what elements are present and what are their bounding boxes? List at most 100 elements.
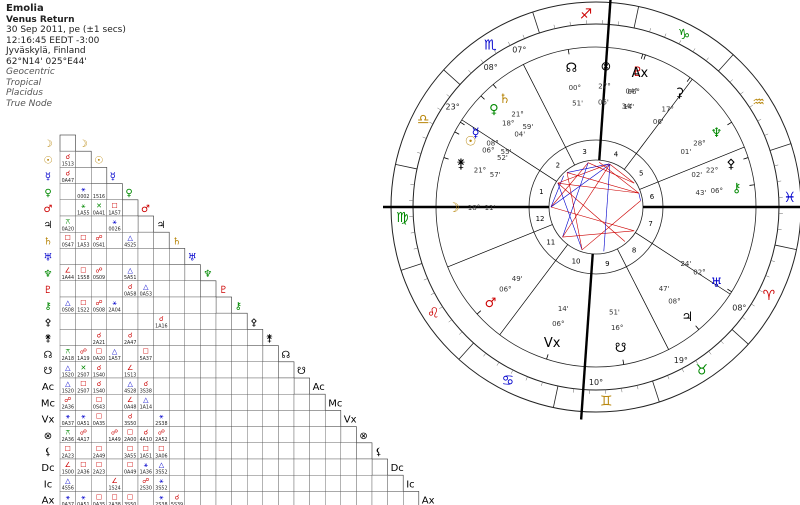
aspect-line [588,162,635,184]
degree-tick [510,369,514,374]
aspect-orb: 2A47 [124,340,136,346]
aspect-glyph: ☐ [80,461,86,469]
aspect-glyph: ☍ [95,234,102,242]
aspect-orb: 0A35 [93,502,105,505]
degree-tick [507,41,511,46]
grid-row-glyph: Ac [42,382,54,393]
sun-tick [454,131,460,135]
aspect-line [557,182,639,194]
house-cusp [447,224,553,268]
option-node: True Node [6,98,53,109]
sign-boundary [443,69,461,85]
grid-diagonal-glyph: ⚵ [266,334,273,345]
fortune-minute: 06' [598,98,609,106]
aspect-glyph: ☌ [175,493,180,501]
aspect-glyph: ☌ [97,331,102,339]
house-number: 12 [536,215,545,223]
house-number: 7 [648,220,652,228]
aspect-orb: 1S40 [93,389,105,395]
grid-row-glyph: ♆ [44,269,53,280]
aspect-orb: 1516 [93,194,105,200]
aspect-glyph: ☌ [97,364,102,372]
aspect-glyph: ⚹ [66,412,71,420]
aspect-line [550,206,635,232]
aspect-orb: 1S13 [124,372,136,378]
saturn-degree: 21° [511,111,523,119]
degree-tick [649,28,651,33]
pallas-degree: 22° [706,166,718,174]
aspect-glyph: ☍ [95,267,102,275]
aspect-orb: 1A49 [108,437,120,443]
house-cusp [624,79,693,170]
aspect-orb: 0A51 [77,421,89,427]
house-number: 2 [556,162,560,170]
mars-minute: 49' [512,275,523,283]
aspect-orb: 0A20 [93,356,105,362]
aspect-orb: 2A00 [124,437,136,443]
pluto-minute: 34' [622,103,633,111]
aspect-glyph: ☐ [96,348,102,356]
aspect-orb: 1A51 [140,453,152,459]
aspect-line [557,163,610,184]
degree-tick [422,136,427,139]
aspect-orb: 3S50 [124,502,136,505]
degree-tick [483,352,487,357]
antivertex-glyph: Ax [632,66,649,81]
juno-minute: 57' [490,171,501,179]
node-tick [567,49,570,55]
mars-degree: 06° [499,286,511,294]
chart-time: 12:16:45 EEDT -3:00 [6,35,100,46]
aspect-glyph: ⚹ [144,461,149,469]
venus-glyph: ♀ [489,102,499,117]
mercury-degree: 08° [486,139,498,147]
grid-diagonal-glyph: ♆ [203,269,212,280]
aspect-orb: 1S20 [62,389,74,395]
house-number: 8 [632,246,636,254]
jupiter-minute: 47' [659,285,670,293]
neptune-tick [727,121,732,126]
aspect-glyph: ☐ [96,461,102,469]
degree-tick [446,94,451,98]
aspect-glyph: ☍ [64,396,71,404]
degree-tick [621,388,623,393]
pluto-glyph: ♇ [632,65,644,80]
aspect-glyph: ☌ [143,429,148,437]
aspect-orb: 2S38 [155,421,167,427]
house-cusp [499,244,568,335]
aspect-glyph: ☐ [158,445,164,453]
sign-boundary [400,263,423,271]
aspect-glyph: ☐ [127,493,133,501]
degree-tick [410,232,415,234]
aspect-orb: 3A06 [155,453,167,459]
sign-boundary [731,329,749,345]
aspect-line [562,230,635,238]
chart-place: Jyväskylä, Finland [6,46,86,56]
degree-tick [636,385,639,390]
degree-tick [423,278,428,281]
mercury-minute: 55' [501,148,512,156]
aspect-glyph: △ [128,380,134,388]
degree-tick [493,50,497,54]
aspect-glyph: ∠ [127,396,133,404]
aspect-orb: 3A55 [124,453,136,459]
aspect-glyph: ☌ [128,331,133,339]
uranus-degree: 02° [693,269,705,277]
degree-tick [751,303,755,307]
juno-degree: 21° [474,166,486,174]
aspect-orb: 2S38 [155,502,167,505]
degree-tick [678,40,682,45]
fortune-degree: 27° [598,82,610,90]
grid-diagonal-glyph: Ac [313,382,325,393]
aspect-glyph: ☐ [111,493,117,501]
grid-diagonal-glyph: ♂ [141,204,150,215]
aspect-glyph: △ [143,283,149,291]
aspect-glyph: △ [143,396,149,404]
grid-cell [387,491,404,505]
neptune-glyph: ♆ [711,126,723,141]
grid-row-glyph: Ax [42,496,55,505]
aspect-line [550,175,564,208]
aspect-line [557,182,626,242]
sign-boundary [774,244,797,251]
aspect-glyph: ☐ [127,445,133,453]
aspect-orb: 3S52 [155,486,167,492]
